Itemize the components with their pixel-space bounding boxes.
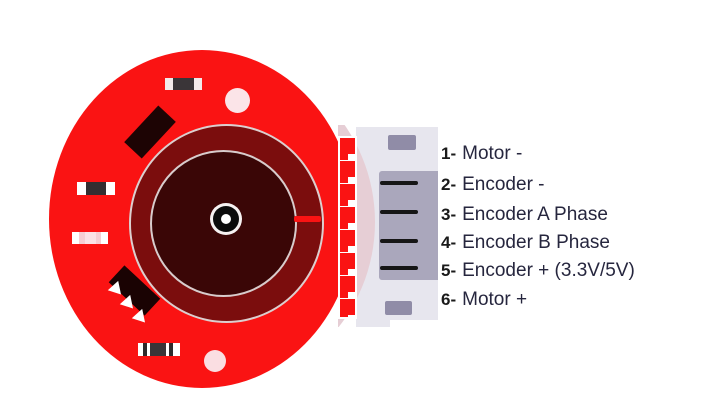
castellated-pad-strip — [338, 136, 357, 319]
pin-number-1: 1- — [441, 144, 457, 163]
pin-3-contact — [380, 210, 418, 214]
motor-shaft-center — [221, 214, 231, 224]
pin-label-1: Motor - — [462, 143, 523, 164]
pin-label-3: Encoder A Phase — [462, 204, 608, 225]
connector — [338, 125, 438, 327]
pin-number-3: 3- — [441, 205, 457, 224]
pin-number-5: 5- — [441, 261, 457, 280]
pin-label-row-3: 3- Encoder A Phase — [441, 203, 608, 227]
smd-resistor-top — [165, 78, 202, 90]
pin-2-contact — [380, 181, 418, 185]
pin-label-5: Encoder + (3.3V/5V) — [462, 260, 635, 281]
connector-pin-block — [379, 171, 438, 280]
pin-6-marker — [385, 301, 412, 315]
smd-resistor-left-lower — [72, 232, 108, 244]
pin-4-contact — [380, 239, 418, 243]
pin-number-4: 4- — [441, 233, 457, 252]
pin-label-row-6: 6- Motor + — [441, 288, 527, 312]
pin-number-2: 2- — [441, 175, 457, 194]
mounting-hole-top — [225, 88, 250, 113]
pin-label-6: Motor + — [462, 289, 528, 310]
pin-1-marker — [388, 135, 416, 150]
mounting-hole-bottom — [204, 350, 226, 372]
pin-label-2: Encoder - — [462, 174, 545, 195]
pcb-trace-notch — [294, 216, 321, 222]
pin-number-6: 6- — [441, 290, 457, 309]
pin-label-row-5: 5- Encoder + (3.3V/5V) — [441, 259, 635, 283]
smd-resistor-bottom — [138, 343, 180, 356]
smd-resistor-left — [77, 182, 115, 195]
castellated-pads — [340, 138, 355, 317]
pin-label-row-1: 1- Motor - — [441, 142, 522, 166]
pin-5-contact — [380, 266, 418, 270]
pin-label-row-4: 4- Encoder B Phase — [441, 231, 610, 255]
pin-label-row-2: 2- Encoder - — [441, 173, 545, 197]
connector-housing-tab — [356, 320, 390, 327]
pin-label-4: Encoder B Phase — [462, 232, 610, 253]
